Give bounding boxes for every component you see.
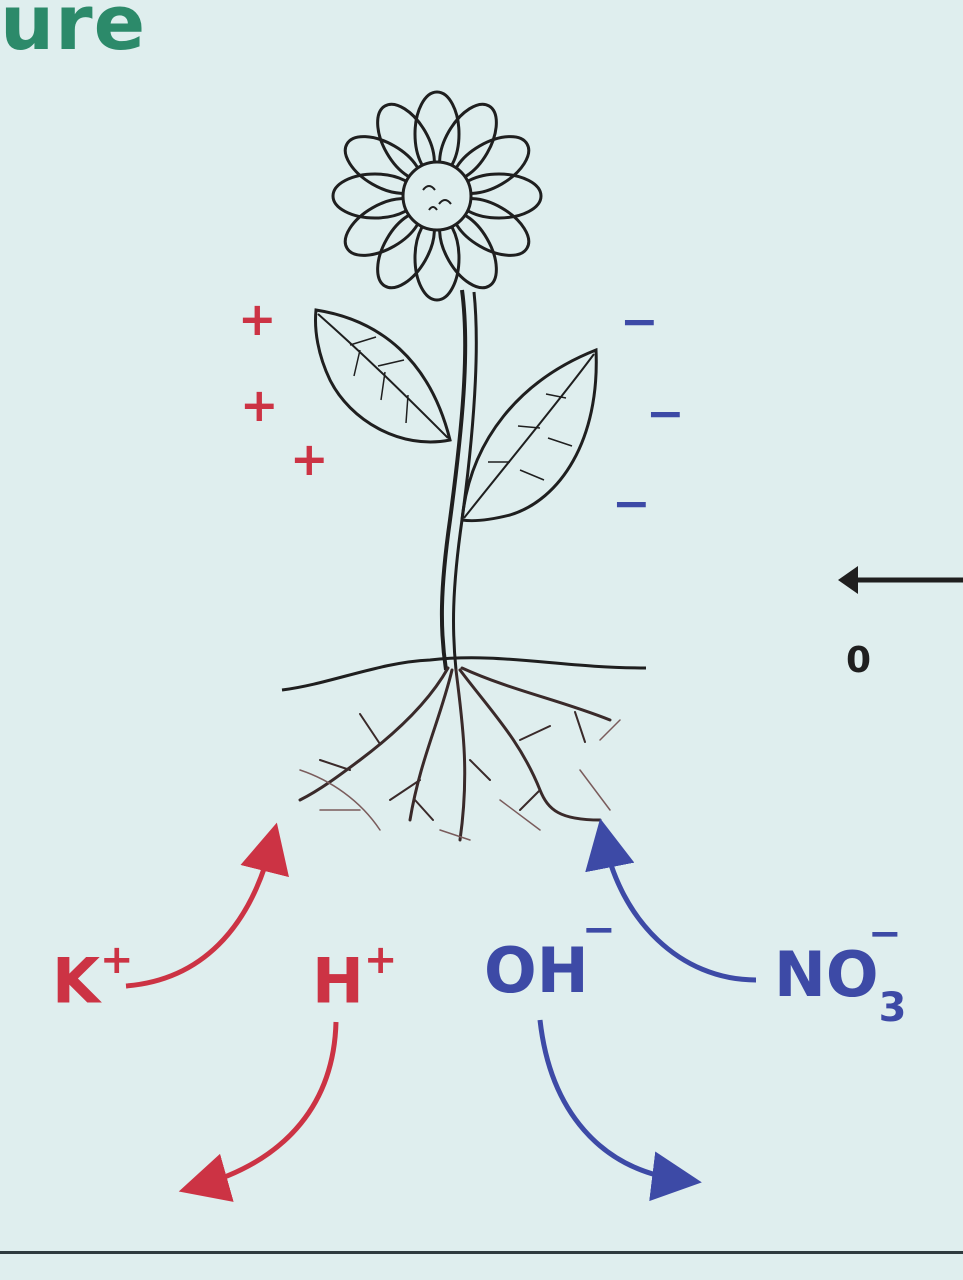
minus-sign: −: [620, 294, 659, 348]
ion-symbol: NO: [774, 938, 879, 1011]
ion-charge: +: [363, 937, 398, 983]
minus-sign: −: [612, 476, 651, 530]
ion-no3-minus: NO−3: [774, 914, 906, 1028]
oh-release-arrow: [537, 1019, 702, 1202]
minus-sign: −: [646, 386, 685, 440]
plant-roots: [298, 666, 621, 842]
ion-k-plus: K+: [52, 940, 134, 1013]
ion-charge: −: [582, 907, 616, 953]
bottom-divider: [0, 1251, 963, 1254]
ion-symbol: OH: [484, 934, 589, 1007]
ion-subscript: 3: [878, 985, 907, 1032]
ion-charge: −: [868, 911, 902, 957]
plus-sign: +: [290, 432, 329, 486]
ion-oh-minus: OH−: [484, 910, 616, 1002]
plant-stem: [439, 289, 468, 671]
plus-sign: +: [240, 378, 279, 432]
left-leaf: [314, 308, 452, 444]
ion-symbol: K: [52, 944, 101, 1018]
ion-symbol: H: [312, 944, 364, 1018]
flower-head: [331, 90, 543, 302]
soil-line: [281, 656, 647, 692]
right-leaf: [460, 347, 598, 523]
plus-sign: +: [238, 292, 277, 346]
no3-uptake-arrow: [585, 818, 757, 983]
zero-potential-label: 0: [846, 640, 872, 681]
k-uptake-arrow: [125, 822, 289, 989]
h-release-arrow: [178, 1021, 339, 1202]
ion-charge: +: [100, 937, 134, 983]
ion-h-plus: H+: [312, 940, 397, 1013]
page-title: ure: [0, 0, 147, 67]
